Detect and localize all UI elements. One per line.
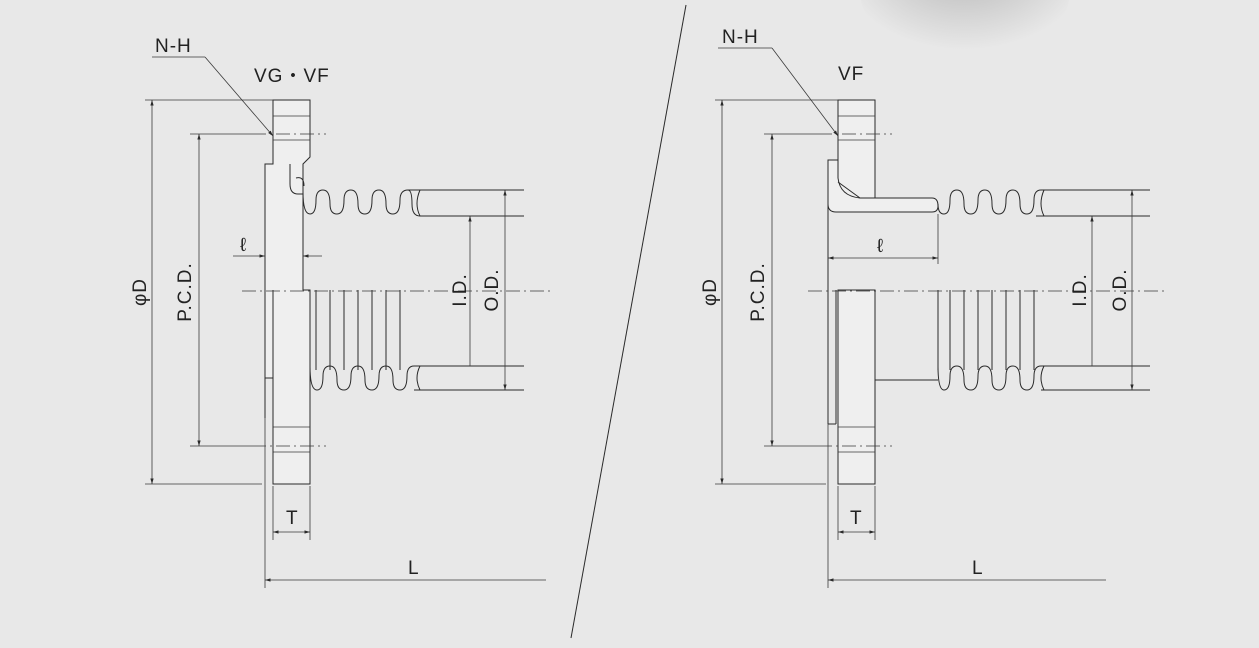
- left-view: N-H VG・VF φD P.C.D. I.D. O.D. ℓ T L: [130, 36, 550, 588]
- view-divider: [570, 4, 687, 639]
- right-id-label: I.D.: [1070, 273, 1091, 307]
- left-flange: [264, 99, 311, 485]
- left-thickness-label: T: [286, 508, 299, 529]
- right-flange: [837, 99, 876, 199]
- left-type-label: VG・VF: [254, 66, 330, 87]
- left-outer-diameter-label: φD: [130, 278, 151, 306]
- right-length-label: L: [972, 558, 984, 579]
- right-bellows-top: [937, 189, 1042, 215]
- right-ell-label: ℓ: [877, 236, 884, 257]
- right-hole-label: N-H: [722, 27, 759, 48]
- left-length-label: L: [408, 558, 420, 579]
- background-glow: [860, 0, 1070, 65]
- left-bellows-bottom: [309, 290, 524, 391]
- right-pcd-label: P.C.D.: [748, 262, 769, 322]
- left-ell-label: ℓ: [240, 235, 247, 256]
- right-type-label: VF: [838, 64, 864, 85]
- right-view: N-H VF φD P.C.D. I.D. O.D. ℓ T L: [700, 27, 1168, 588]
- left-bellows-top: [302, 189, 421, 217]
- left-od-label: O.D.: [482, 268, 503, 311]
- right-thickness-label: T: [850, 508, 863, 529]
- right-od-label: O.D.: [1110, 268, 1131, 311]
- left-pcd-label: P.C.D.: [175, 262, 196, 322]
- right-outer-diameter-label: φD: [700, 278, 721, 306]
- left-id-label: I.D.: [450, 273, 471, 307]
- left-hole-label: N-H: [155, 36, 192, 57]
